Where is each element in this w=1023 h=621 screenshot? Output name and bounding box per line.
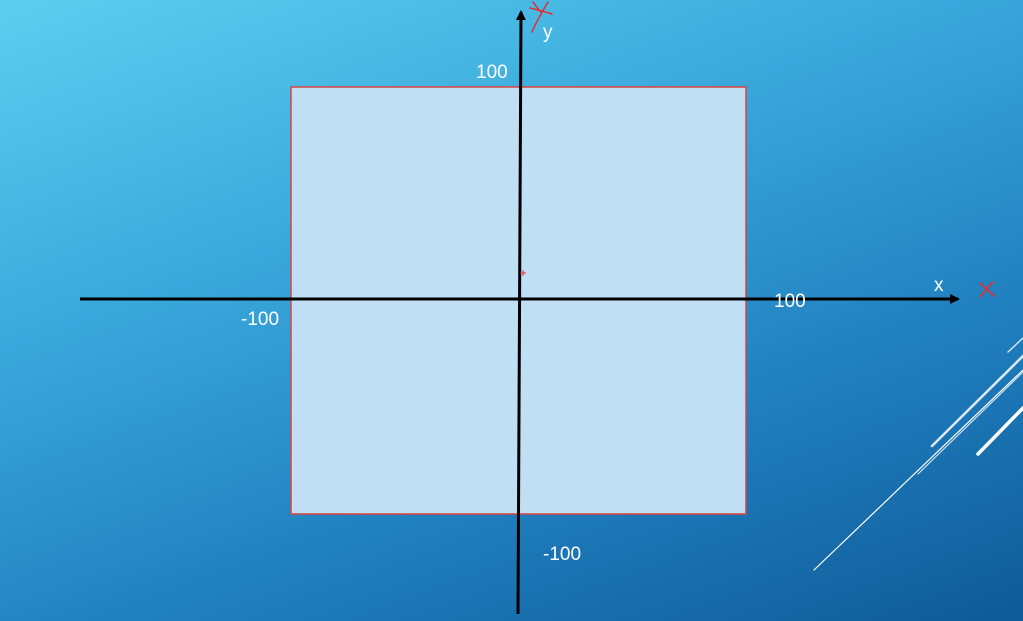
y-max-label: 100 — [476, 62, 508, 83]
x-axis-label: x — [934, 275, 944, 296]
decorative-lines — [813, 337, 1023, 571]
y-annotation-scribble — [529, 1, 553, 33]
y-min-label: -100 — [543, 544, 581, 565]
x-min-label: -100 — [241, 309, 279, 330]
x-annotation-scribble — [979, 281, 995, 298]
y-axis — [515, 10, 526, 615]
x-max-label: 100 — [774, 291, 806, 312]
y-axis-label: y — [543, 22, 553, 43]
origin-mark — [520, 270, 526, 276]
